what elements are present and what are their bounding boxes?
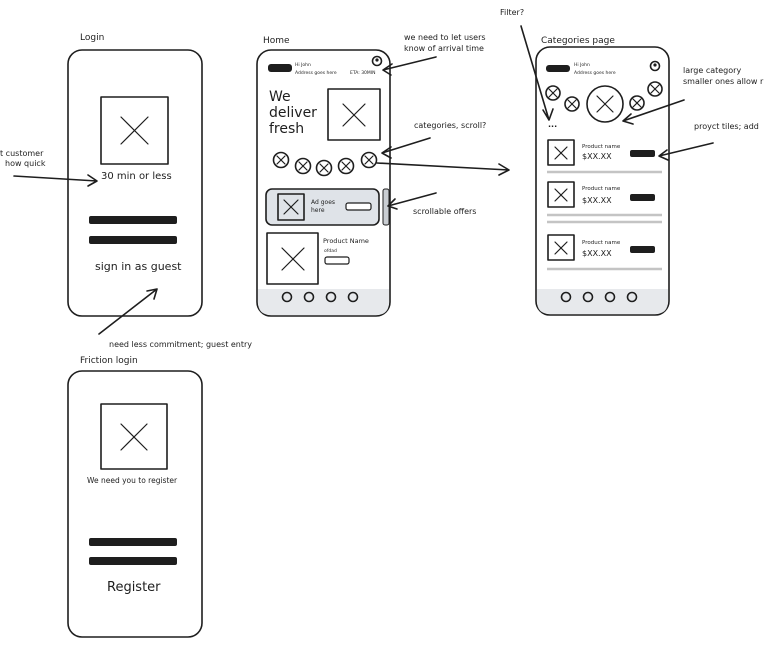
category-chip[interactable] (545, 85, 561, 101)
product-tile[interactable]: Product name $XX.XX (547, 234, 655, 261)
add-button[interactable] (630, 246, 655, 253)
home-ad-text-2: here (311, 207, 325, 214)
home-product-card[interactable]: Product Name ofdad (266, 232, 369, 285)
home-ad-banner[interactable]: Ad goes here (265, 188, 380, 226)
friction-register-button[interactable]: Register (107, 580, 161, 595)
categories-bottom-nav (537, 289, 668, 314)
product-tile[interactable]: Product name $XX.XX (547, 139, 655, 166)
login-guest-button[interactable]: sign in as guest (95, 260, 182, 273)
home-hero-line1: We (269, 89, 291, 105)
home-eta: ETA: 30MIN (350, 70, 376, 76)
home-title: Home (263, 36, 290, 46)
friction-message: We need you to register (87, 476, 178, 485)
category-chip[interactable] (564, 96, 580, 112)
annotation-categories-scroll: categories, scroll? (414, 121, 486, 130)
friction-image-placeholder (100, 403, 168, 470)
arrow-categories-scroll (381, 137, 431, 159)
login-title: Login (80, 33, 104, 43)
categories-filter-dots[interactable]: ... (548, 120, 557, 129)
category-chip-selected[interactable] (586, 85, 624, 123)
home-product-name: Product Name (323, 237, 369, 245)
nav-tab-icon[interactable] (582, 291, 594, 303)
add-button[interactable] (630, 194, 655, 201)
annotation-customer-1: t customer (0, 149, 44, 158)
login-input-bar-2[interactable] (89, 236, 177, 244)
category-chip[interactable] (629, 95, 645, 111)
categories-chip-row[interactable] (545, 81, 663, 123)
arrow-large-category (622, 99, 685, 125)
login-image-placeholder (100, 96, 169, 165)
annotation-large-category-2: smaller ones allow r (683, 77, 764, 86)
product-name: Product name (582, 186, 621, 192)
product-name: Product name (582, 144, 621, 150)
home-hero-line2: deliver (269, 105, 317, 121)
home-greeting: Hi John (295, 62, 311, 68)
home-ad-text-1: Ad goes (311, 199, 335, 206)
home-address: Address goes here (295, 70, 337, 76)
add-button[interactable] (630, 150, 655, 157)
login-speed-text: 30 min or less (101, 171, 172, 182)
arrow-guest (98, 288, 158, 335)
home-product-sub: ofdad (324, 248, 337, 254)
category-chip[interactable] (337, 157, 355, 175)
arrow-customer (13, 174, 98, 187)
category-chip[interactable] (360, 151, 378, 169)
friction-input-bar-2[interactable] (89, 557, 177, 565)
arrow-to-categories-page (376, 162, 510, 176)
nav-tab-icon[interactable] (626, 291, 638, 303)
home-bottom-nav (258, 289, 389, 315)
home-avatar-icon[interactable] (371, 55, 383, 67)
login-frame: Login 30 min or less sign in as guest (67, 33, 203, 317)
category-chip[interactable] (647, 81, 663, 97)
product-price: $XX.XX (582, 196, 612, 205)
nav-tab-icon[interactable] (347, 291, 359, 303)
nav-tab-icon[interactable] (604, 291, 616, 303)
home-hero-image (327, 88, 381, 141)
category-chip[interactable] (294, 157, 312, 175)
home-phone-outline (256, 49, 391, 317)
categories-phone-outline (535, 46, 670, 316)
categories-avatar-icon[interactable] (649, 60, 661, 72)
product-price: $XX.XX (582, 152, 612, 161)
annotation-large-category-1: large category (683, 66, 741, 75)
annotation-arrival-2: know of arrival time (404, 44, 484, 53)
annotation-guest-entry: need less commitment; guest entry (109, 340, 252, 349)
arrow-offers (387, 192, 437, 210)
arrow-product-tiles (658, 142, 714, 161)
category-chip[interactable] (272, 151, 290, 169)
arrow-arrival (382, 56, 437, 76)
friction-title: Friction login (80, 356, 138, 366)
login-input-bar-1[interactable] (89, 216, 177, 224)
categories-logo-block (546, 65, 570, 72)
friction-input-bar-1[interactable] (89, 538, 177, 546)
home-category-row[interactable] (272, 151, 378, 177)
categories-greeting: Hi John (574, 62, 590, 68)
nav-tab-icon[interactable] (281, 291, 293, 303)
home-offers-scrollbar[interactable] (382, 188, 390, 226)
home-frame: Home Hi John Address goes here ETA: 30MI… (256, 36, 391, 317)
nav-tab-icon[interactable] (560, 291, 572, 303)
home-logo-block (268, 64, 292, 72)
product-name: Product name (582, 240, 621, 246)
annotation-product-tiles: proуct tiles; add (694, 122, 759, 131)
home-hero-line3: fresh (269, 121, 304, 137)
nav-tab-icon[interactable] (325, 291, 337, 303)
annotation-customer-2: how quick (5, 159, 46, 168)
arrow-filter (520, 25, 554, 121)
annotations: t customer how quick need less commitmen… (0, 8, 764, 349)
nav-tab-icon[interactable] (303, 291, 315, 303)
product-tile[interactable]: Product name $XX.XX (547, 181, 655, 208)
annotation-arrival-1: we need to let users (404, 33, 486, 42)
categories-address: Address goes here (574, 70, 616, 76)
category-chip[interactable] (315, 159, 333, 177)
login-phone-outline (67, 49, 203, 317)
friction-frame: Friction login We need you to register R… (67, 356, 203, 638)
categories-frame: Categories page Hi John Address goes her… (535, 36, 670, 316)
annotation-scrollable-offers: scrollable offers (413, 207, 476, 216)
categories-title: Categories page (541, 36, 615, 46)
friction-phone-outline (67, 370, 203, 638)
product-price: $XX.XX (582, 249, 612, 258)
annotation-filter: Filter? (500, 8, 524, 17)
